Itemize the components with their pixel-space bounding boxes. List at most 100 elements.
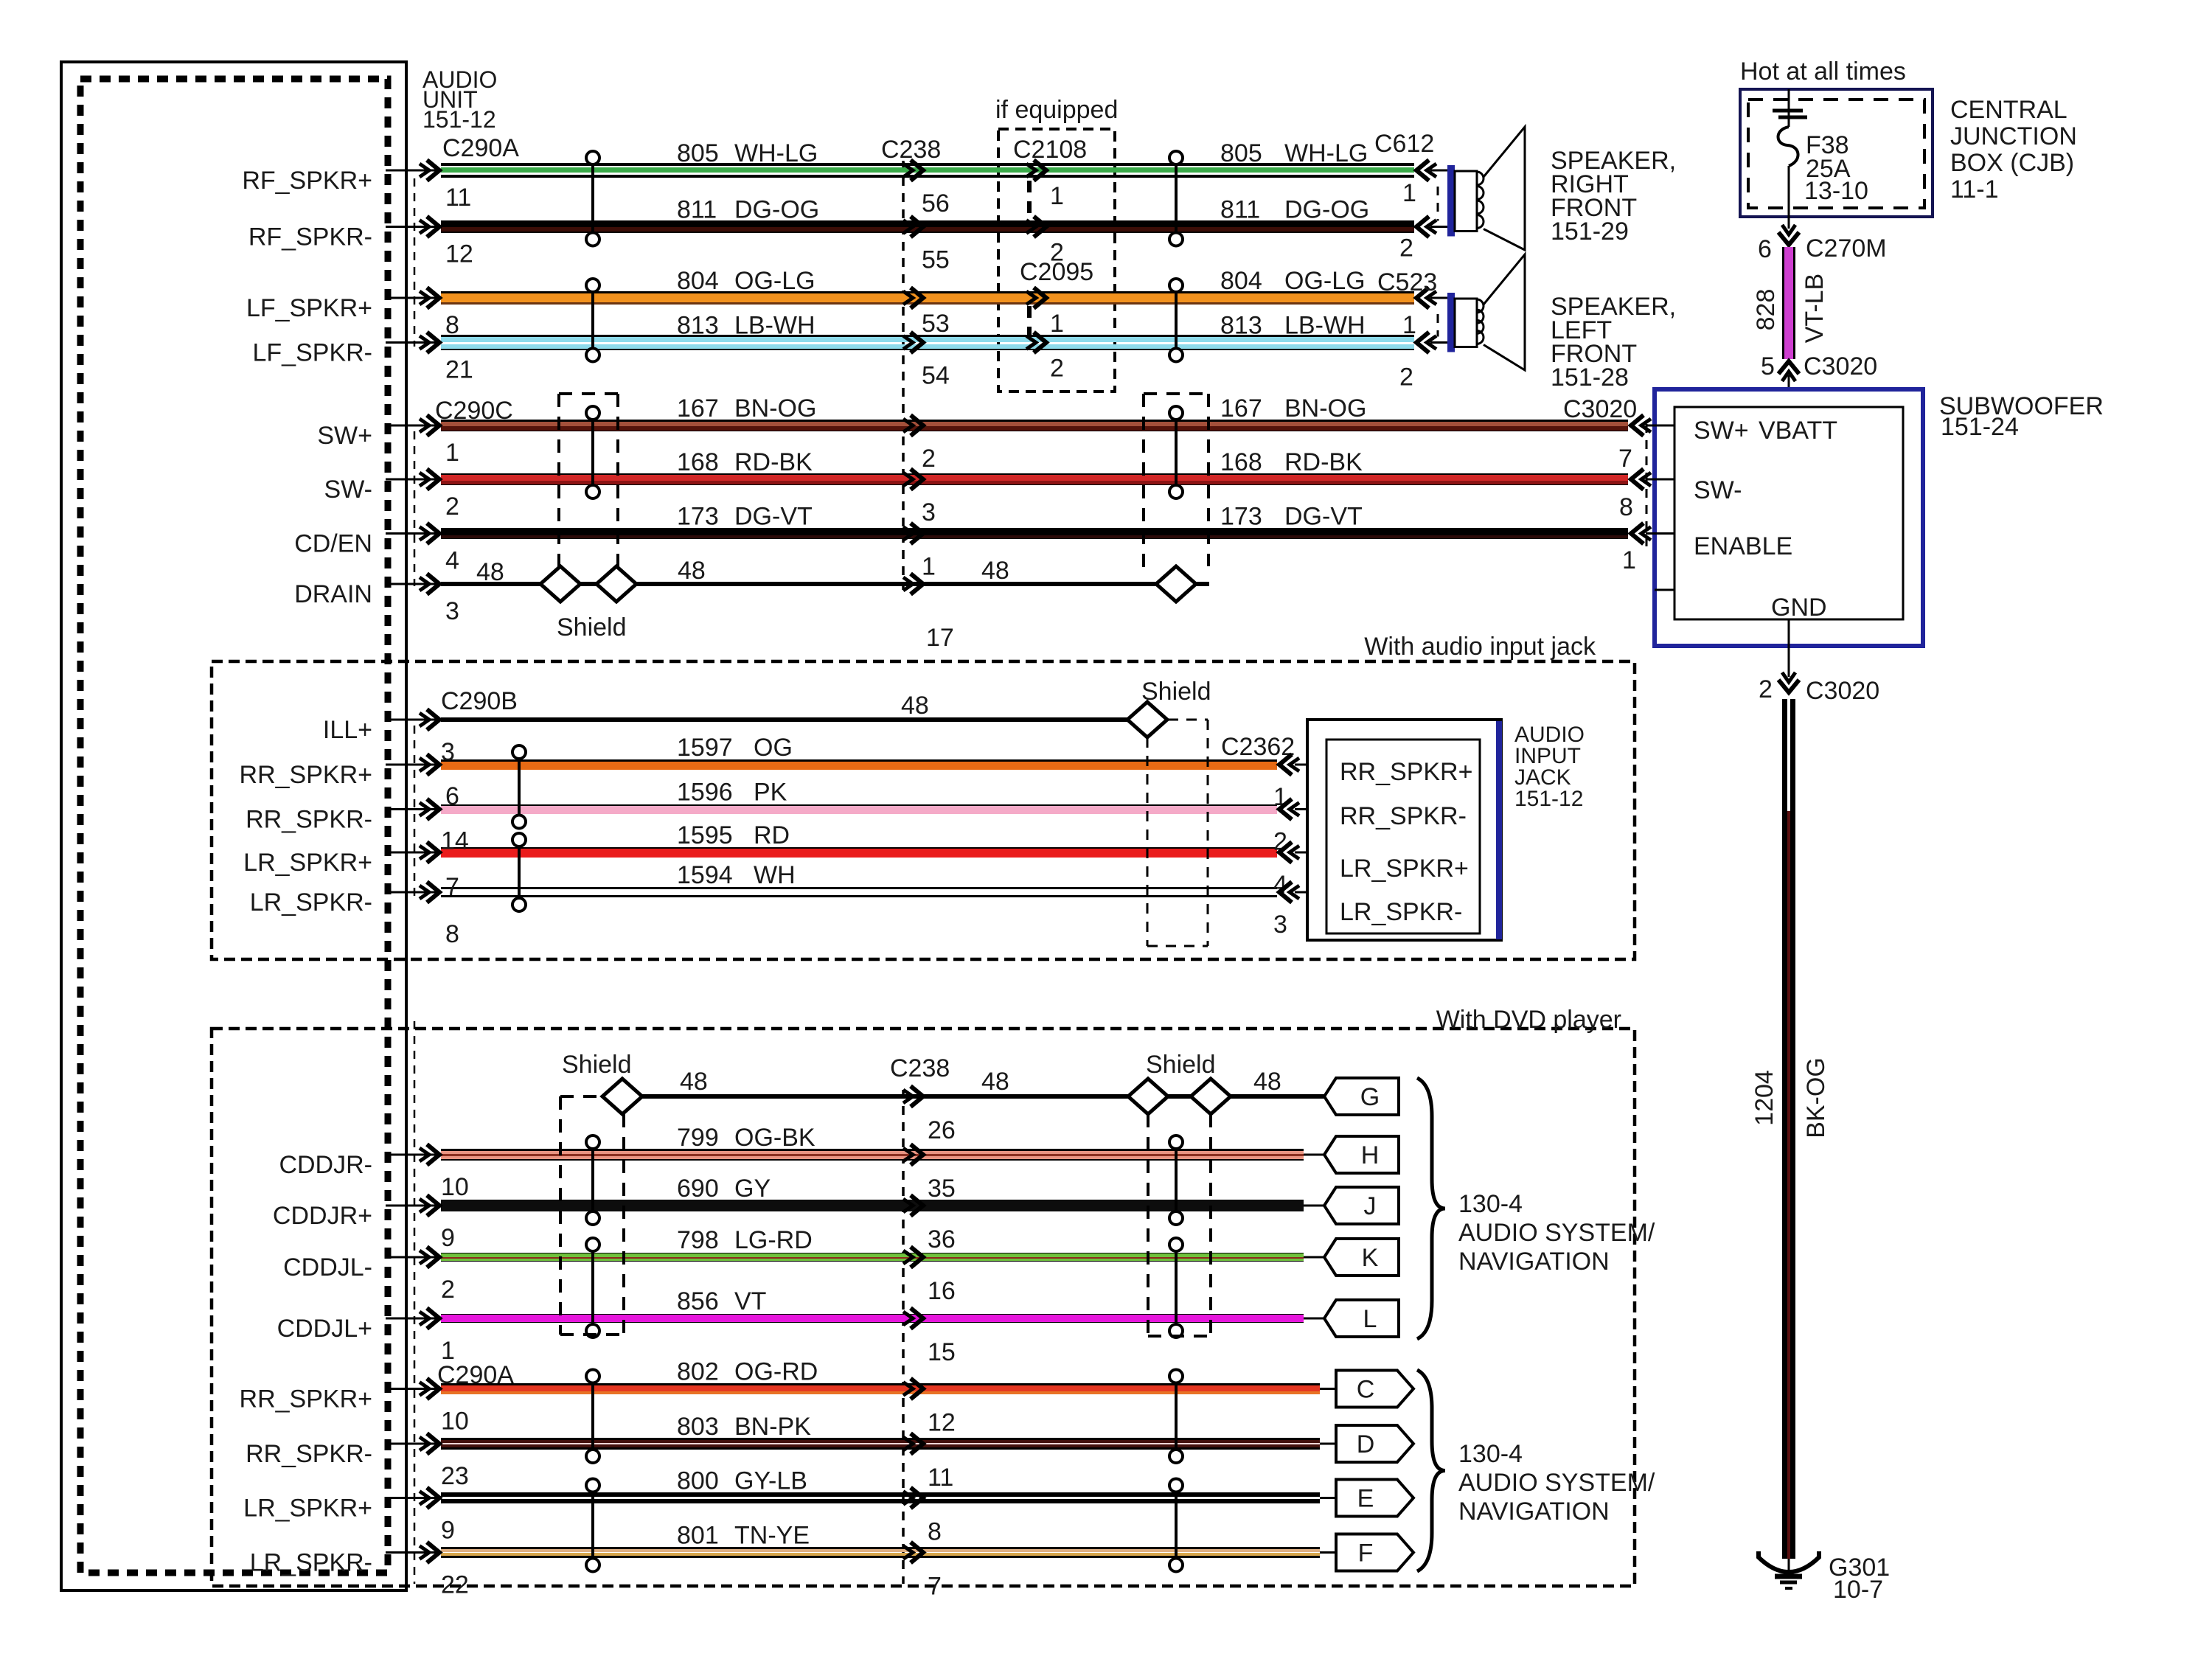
svg-text:RR_SPKR-: RR_SPKR- <box>246 1440 372 1468</box>
svg-text:BK-OG: BK-OG <box>1802 1057 1830 1138</box>
svg-text:OG-LG: OG-LG <box>734 267 815 295</box>
svg-text:C290B: C290B <box>441 687 518 715</box>
svg-text:813: 813 <box>677 312 719 340</box>
svg-text:CDDJL-: CDDJL- <box>283 1253 372 1281</box>
svg-text:VBATT: VBATT <box>1759 417 1837 445</box>
svg-text:GY: GY <box>734 1175 771 1203</box>
svg-text:10-7: 10-7 <box>1833 1576 1883 1604</box>
svg-text:WH: WH <box>754 861 796 889</box>
svg-text:RF_SPKR-: RF_SPKR- <box>248 223 372 251</box>
svg-text:805: 805 <box>677 139 719 167</box>
svg-text:804: 804 <box>677 267 719 295</box>
svg-text:8: 8 <box>445 920 459 948</box>
svg-text:2: 2 <box>445 493 459 521</box>
svg-text:C3020: C3020 <box>1806 677 1879 705</box>
svg-text:1: 1 <box>1402 311 1416 339</box>
svg-text:1: 1 <box>1622 546 1636 574</box>
svg-text:SW+: SW+ <box>1694 417 1749 445</box>
svg-text:RR_SPKR+: RR_SPKR+ <box>240 1385 372 1413</box>
svg-text:1595: 1595 <box>677 821 733 849</box>
svg-text:GY-LB: GY-LB <box>734 1467 807 1495</box>
svg-text:AUDIO SYSTEM/: AUDIO SYSTEM/ <box>1458 1219 1655 1247</box>
svg-text:55: 55 <box>922 246 950 274</box>
svg-text:3: 3 <box>1273 911 1287 939</box>
svg-text:C3020: C3020 <box>1804 352 1877 380</box>
svg-text:167: 167 <box>1220 394 1262 422</box>
svg-text:C2362: C2362 <box>1221 733 1295 761</box>
svg-text:C3020: C3020 <box>1563 395 1637 423</box>
svg-text:LR_SPKR+: LR_SPKR+ <box>243 849 372 877</box>
svg-text:LR_SPKR-: LR_SPKR- <box>250 888 372 917</box>
svg-text:801: 801 <box>677 1522 719 1550</box>
svg-text:167: 167 <box>677 394 719 422</box>
svg-text:LR_SPKR-: LR_SPKR- <box>250 1549 372 1577</box>
svg-text:INPUT: INPUT <box>1514 744 1581 768</box>
svg-text:SPEAKER,: SPEAKER, <box>1551 147 1676 175</box>
svg-text:10: 10 <box>441 1408 469 1436</box>
svg-text:151-24: 151-24 <box>1941 413 2019 441</box>
svg-text:13-10: 13-10 <box>1804 177 1868 205</box>
svg-text:25A: 25A <box>1806 155 1851 183</box>
svg-text:168: 168 <box>1220 448 1262 476</box>
svg-text:LF_SPKR-: LF_SPKR- <box>253 339 373 367</box>
svg-text:SW+: SW+ <box>317 422 372 450</box>
svg-text:C270M: C270M <box>1806 234 1887 262</box>
svg-text:K: K <box>1362 1244 1379 1272</box>
svg-text:7: 7 <box>928 1573 942 1601</box>
svg-text:NAVIGATION: NAVIGATION <box>1458 1498 1610 1526</box>
svg-text:L: L <box>1363 1305 1377 1333</box>
svg-text:48: 48 <box>981 557 1009 585</box>
svg-text:if equipped: if equipped <box>995 96 1118 124</box>
svg-text:BOX (CJB): BOX (CJB) <box>1950 149 2074 177</box>
svg-text:7: 7 <box>1618 445 1632 473</box>
svg-text:173: 173 <box>677 503 719 531</box>
svg-text:8: 8 <box>445 311 459 339</box>
svg-text:1594: 1594 <box>677 861 733 889</box>
svg-text:AUDIO: AUDIO <box>422 66 497 93</box>
svg-text:AUDIO SYSTEM/: AUDIO SYSTEM/ <box>1458 1469 1655 1497</box>
svg-text:3: 3 <box>445 597 459 625</box>
svg-text:56: 56 <box>922 189 950 218</box>
svg-text:2: 2 <box>1050 355 1064 383</box>
svg-text:Hot at all times: Hot at all times <box>1740 58 1906 86</box>
svg-text:RR_SPKR+: RR_SPKR+ <box>1340 758 1472 786</box>
svg-text:23: 23 <box>441 1462 469 1490</box>
svg-text:48: 48 <box>678 557 706 585</box>
svg-text:UNIT: UNIT <box>422 86 478 113</box>
svg-text:26: 26 <box>928 1116 956 1144</box>
svg-text:Shield: Shield <box>562 1051 632 1079</box>
svg-text:2: 2 <box>1399 364 1413 392</box>
svg-text:BN-PK: BN-PK <box>734 1413 811 1441</box>
svg-text:48: 48 <box>981 1068 1009 1096</box>
svg-text:8: 8 <box>928 1518 942 1546</box>
svg-text:2: 2 <box>1759 675 1773 703</box>
svg-text:RR_SPKR-: RR_SPKR- <box>1340 802 1467 830</box>
svg-text:D: D <box>1357 1430 1375 1458</box>
svg-text:1204: 1204 <box>1750 1070 1778 1126</box>
svg-text:813: 813 <box>1220 312 1262 340</box>
svg-text:VT: VT <box>734 1287 766 1315</box>
svg-text:CDDJL+: CDDJL+ <box>277 1315 372 1343</box>
svg-text:690: 690 <box>677 1175 719 1203</box>
svg-text:G: G <box>1360 1083 1380 1111</box>
svg-text:12: 12 <box>445 240 473 268</box>
svg-text:22: 22 <box>441 1571 469 1599</box>
svg-text:H: H <box>1361 1141 1380 1169</box>
svg-text:SPEAKER,: SPEAKER, <box>1551 293 1676 321</box>
svg-text:17: 17 <box>926 624 954 652</box>
svg-text:CDDJR-: CDDJR- <box>279 1151 372 1179</box>
svg-text:BN-OG: BN-OG <box>1284 394 1366 422</box>
svg-text:7: 7 <box>445 873 459 901</box>
svg-text:3: 3 <box>922 498 936 526</box>
svg-text:ILL+: ILL+ <box>323 716 372 744</box>
svg-text:JACK: JACK <box>1514 765 1571 790</box>
svg-text:8: 8 <box>1619 493 1633 521</box>
svg-text:RR_SPKR+: RR_SPKR+ <box>240 761 372 789</box>
svg-text:800: 800 <box>677 1467 719 1495</box>
svg-text:48: 48 <box>680 1068 708 1096</box>
svg-text:LG-RD: LG-RD <box>734 1226 813 1254</box>
svg-text:SUBWOOFER: SUBWOOFER <box>1939 392 2104 420</box>
svg-text:WH-LG: WH-LG <box>1284 139 1368 167</box>
svg-text:TN-YE: TN-YE <box>734 1522 810 1550</box>
svg-text:RIGHT: RIGHT <box>1551 170 1629 198</box>
